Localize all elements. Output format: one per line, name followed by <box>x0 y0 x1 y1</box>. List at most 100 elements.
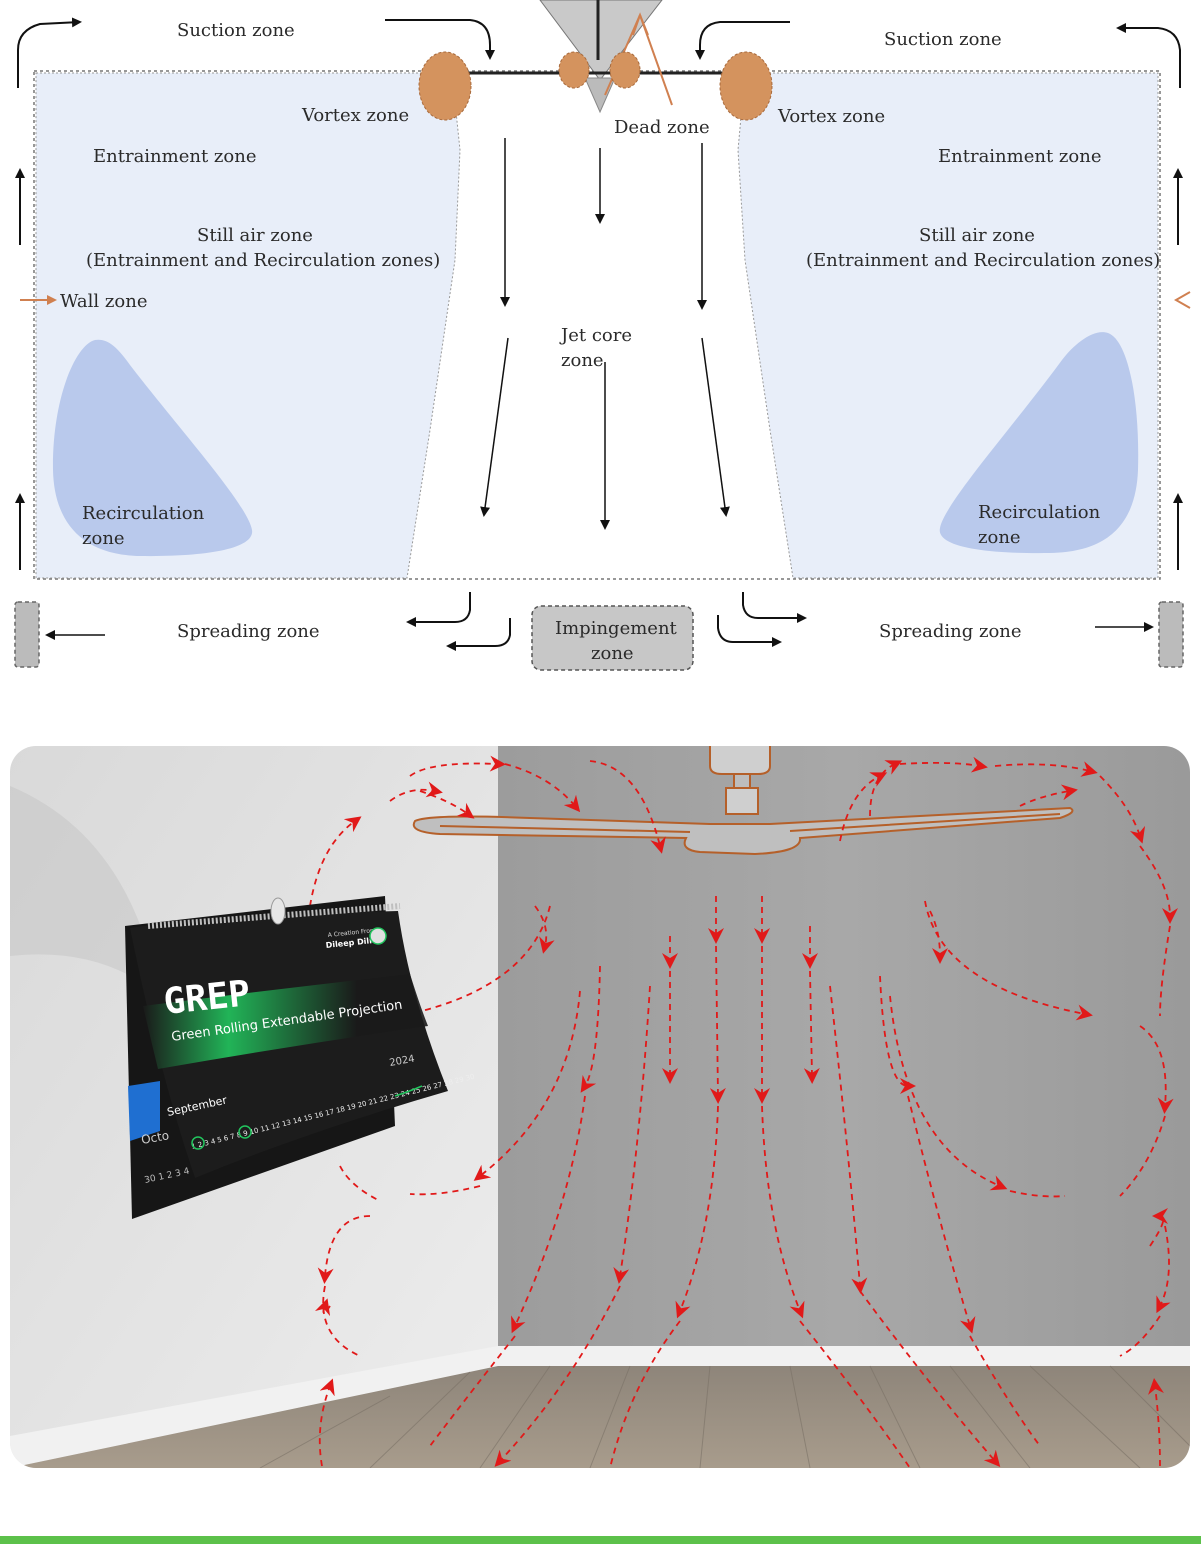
flow-line <box>839 772 888 842</box>
flow-line <box>317 1215 371 1284</box>
recirculation-zone-left <box>52 339 253 557</box>
impingement-zone-box <box>531 605 694 671</box>
flow-line <box>1139 845 1178 924</box>
flow-line <box>889 995 1008 1191</box>
flow-line <box>899 756 988 773</box>
flow-line <box>1009 1190 1066 1198</box>
impingement-arrow <box>717 615 782 647</box>
flow-line <box>309 816 362 907</box>
flow-line <box>473 990 581 1181</box>
label-suction-right: Suction zone <box>884 29 1002 50</box>
ceiling-mount <box>539 0 663 81</box>
author-avatar <box>369 927 387 945</box>
right-wall <box>498 746 1190 1356</box>
flow-line <box>1019 784 1078 807</box>
baseboard <box>498 1346 1190 1366</box>
flow-line <box>1156 1225 1171 1314</box>
flow-line <box>907 1095 976 1334</box>
suction-arrow-left <box>17 17 82 88</box>
label-impingement-zone: zone <box>591 643 634 664</box>
flow-line <box>675 1105 719 1319</box>
label-still-air-left: Still air zone <box>197 225 313 246</box>
flow-line <box>389 781 443 802</box>
flow-line <box>1149 1208 1169 1247</box>
calendar-highlight-day <box>191 1136 205 1150</box>
label-recirculation-right: Recirculation <box>978 502 1101 523</box>
floor-planks <box>259 1365 1190 1468</box>
calendar-binding <box>147 903 401 929</box>
calendar-back-month: Octo <box>140 1128 170 1147</box>
calendar-logo: GREP <box>162 973 253 1023</box>
ceiling-fan <box>412 746 1074 856</box>
label-spreading-right: Spreading zone <box>879 621 1022 642</box>
flow-line <box>613 985 651 1284</box>
flow-line <box>511 1095 586 1334</box>
label-recirculation-left: Recirculation <box>82 503 205 524</box>
impingement-arrow <box>742 592 807 623</box>
vortex-center-right <box>609 51 641 89</box>
flow-line <box>829 985 868 1294</box>
label-entrainment-left: Entrainment zone <box>93 146 257 167</box>
label-still-air-right: Still air zone <box>919 225 1035 246</box>
vortex-center-left <box>558 51 590 89</box>
flow-line <box>1159 925 1171 1017</box>
label-spreading-left: Spreading zone <box>177 621 320 642</box>
calendar-highlight-underline <box>394 1085 423 1097</box>
suction-arrow-center-right <box>695 21 790 60</box>
jet-arrow <box>701 337 730 517</box>
vortex-left <box>418 51 472 121</box>
airflow-arrows <box>309 755 1178 1468</box>
label-suction-left: Suction zone <box>177 20 295 41</box>
flow-line <box>709 945 726 1104</box>
flow-line <box>419 790 475 819</box>
flow-line <box>929 910 948 964</box>
suction-arrow-center-left <box>385 19 495 60</box>
airflow-zone-diagram: Suction zone Suction zone Vortex zone Vo… <box>14 0 1191 671</box>
flow-line <box>609 1320 681 1468</box>
flow-line <box>339 1165 381 1202</box>
flow-line <box>1139 1025 1174 1114</box>
flow-line <box>494 1285 621 1467</box>
flow-line <box>589 760 666 854</box>
flow-line <box>409 1185 481 1196</box>
flow-line <box>869 760 903 817</box>
flow-line <box>1099 775 1146 844</box>
label-jet-core: Jet core <box>559 325 632 346</box>
label-recirculation-right-zone: zone <box>978 527 1021 548</box>
flow-line <box>859 1290 1001 1468</box>
baseboard-left <box>10 1346 498 1468</box>
impingement-arrow <box>406 592 471 627</box>
flow-line <box>409 755 506 777</box>
label-dead-zone: Dead zone <box>614 117 710 138</box>
flow-line <box>534 905 555 954</box>
label-still-air-left-sub: (Entrainment and Recirculation zones) <box>86 250 440 271</box>
floor-wall-block-right <box>1158 601 1184 668</box>
calendar-back-blue <box>128 1081 160 1141</box>
flow-line <box>580 965 601 1093</box>
flow-line <box>402 905 551 1020</box>
jet-arrow <box>480 337 509 517</box>
floor-wall-block-left <box>14 601 40 668</box>
label-vortex-right: Vortex zone <box>777 106 885 127</box>
leaf-shadow <box>10 786 160 996</box>
label-wall-zone: Wall zone <box>60 291 147 312</box>
flow-line <box>1119 1315 1161 1357</box>
vortex-right <box>719 51 773 121</box>
label-recirculation-left-zone: zone <box>82 528 125 549</box>
label-still-air-right-sub: (Entrainment and Recirculation zones) <box>806 250 1160 271</box>
dead-zone-cone <box>584 77 616 114</box>
calendar-year: 2024 <box>389 1054 416 1069</box>
label-entrainment-right: Entrainment zone <box>938 146 1102 167</box>
label-impingement: Impingement <box>555 618 678 639</box>
floor <box>10 1366 1190 1468</box>
accent-bar <box>0 1536 1201 1544</box>
calendar-highlight-day <box>238 1125 252 1139</box>
suction-arrow-right <box>1116 23 1181 88</box>
wall-zone-pointer-right <box>1173 291 1191 309</box>
flow-line <box>314 1298 331 1317</box>
flow-line <box>879 975 916 1094</box>
recirculation-zone-right <box>939 332 1139 554</box>
impingement-arrow <box>446 618 511 651</box>
flow-line <box>799 1320 911 1468</box>
room-boundary <box>33 70 1161 580</box>
